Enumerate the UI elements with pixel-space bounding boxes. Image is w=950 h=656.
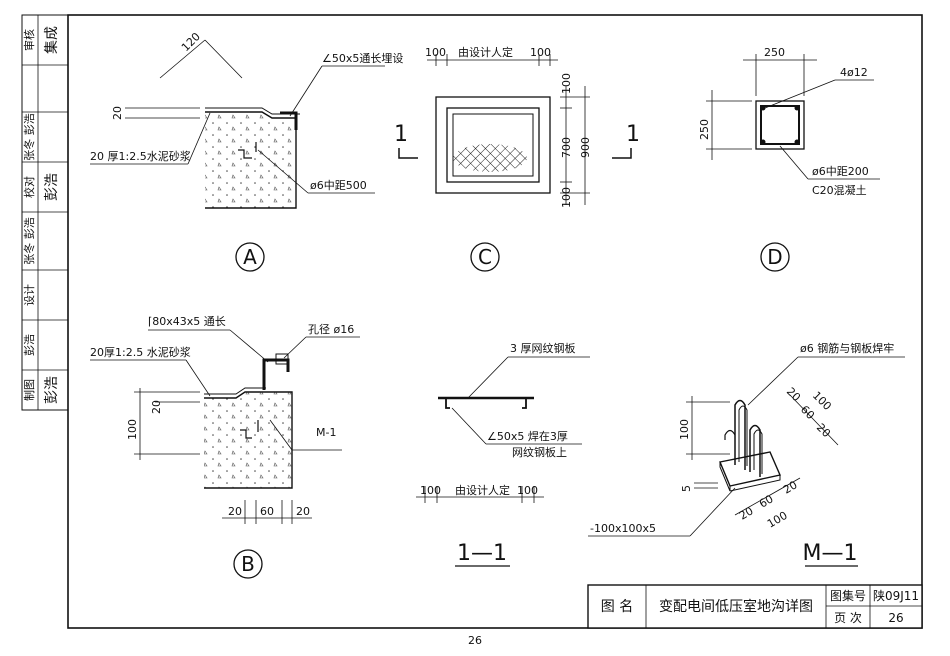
m1-bottom-dim-4: 100 [765,509,790,531]
strip-role-1: 审核 [22,29,36,51]
a-dim-20: 20 [111,106,124,120]
c-top-dim-1: 100 [425,46,446,59]
c-top-dim-2: 由设计人定 [458,45,513,59]
strip-names-2: 张冬 彭浩 [22,217,36,265]
strip-role-4: 制图 [23,379,36,401]
a-dim-120: 120 [179,30,203,54]
strip-role-3: 设计 [23,284,36,306]
b-bottom-dim-2: 60 [260,505,274,518]
s11-angle-note-2: 网纹钢板上 [512,445,567,459]
title-block: 图 名 变配电间低压室地沟详图 图集号 陕09J11 页 次 26 [587,584,923,629]
m1-bottom-dim-1: 20 [737,504,756,522]
s11-bottom-dim-2: 由设计人定 [455,483,510,497]
c-top-dim-3: 100 [530,46,551,59]
c-right-dim-4: 100 [560,187,573,208]
strip-sign-1: 集成 [43,26,60,54]
strip-names-3: 彭浩 [22,334,36,356]
section-1-1: 3 厚网纹钢板 ∠50x5 焊在3厚 网纹钢板上 100 由设计人定 100 1… [416,341,590,567]
m1-bottom-dim-2: 60 [757,492,776,510]
c-right-dim-2: 700 [560,137,573,158]
s11-plate-note: 3 厚网纹钢板 [510,341,576,355]
b-bottom-dim-3: 20 [296,505,310,518]
m1-plate-note: -100x100x5 [590,522,656,535]
s11-bottom-dim-3: 100 [517,484,538,497]
tb-page-label: 页 次 [834,611,862,625]
strip-sign-2: 彭浩 [44,173,60,201]
signature-strip: 审核 集成 张冬 彭浩 校对 彭浩 张冬 彭浩 设计 彭浩 制图 彭浩 [21,14,69,411]
m1-dim-100: 100 [678,419,691,440]
s11-bottom-dim-1: 100 [420,484,441,497]
b-dim-100: 100 [126,419,139,440]
strip-names-1: 张冬 彭浩 [22,113,36,161]
tb-drawing-title: 变配电间低压室地沟详图 [659,598,813,615]
d-label: D [767,245,782,269]
a-rebar-note: ø6中距500 [310,179,367,192]
d-dim-top: 250 [764,46,785,59]
tb-set-label: 图集号 [830,588,866,603]
m1-weld-note: ø6 钢筋与钢板焊牢 [800,341,894,355]
strip-sign-4: 彭浩 [44,376,60,404]
d-dim-left: 250 [698,119,711,140]
d-bar-note: 4ø12 [840,66,868,79]
c-label: C [478,245,492,269]
detail-m1: ø6 钢筋与钢板焊牢 100 5 20 60 20 100 20 60 20 1… [588,341,905,567]
b-channel-note: ⌈80x43x5 通长 [148,315,226,328]
c-right-dim-1: 100 [560,73,573,94]
detail-d: 250 250 4ø12 ø6中距200 C20混凝土 D [698,46,880,272]
c-section-mark-left: 1 [394,122,408,147]
m1-right-dim-1: 20 [784,385,803,404]
b-dim-20: 20 [150,400,163,414]
b-label: B [241,552,255,576]
c-section-mark-right: 1 [626,122,640,147]
a-mortar-note: 20 厚1:2.5水泥砂浆 [90,149,191,163]
page-number: 26 [468,634,482,647]
a-angle-note: ∠50x5通长埋设 [322,52,403,65]
tb-page-value: 26 [888,611,903,625]
tb-name-label: 图 名 [601,599,633,615]
s11-angle-note-1: ∠50x5 焊在3厚 [487,429,568,443]
tb-set-value: 陕09J11 [873,588,919,603]
s11-title: 1—1 [457,541,507,566]
detail-b: ⌈80x43x5 通长 孔径 ø16 20厚1:2.5 水泥砂浆 100 20 … [90,315,360,579]
b-mortar-note: 20厚1:2.5 水泥砂浆 [90,345,191,359]
b-hole-note: 孔径 ø16 [308,323,354,336]
m1-title: M—1 [803,541,858,566]
b-bottom-dim-1: 20 [228,505,242,518]
a-label: A [243,245,257,269]
detail-c: 100 由设计人定 100 100 700 900 100 1 1 C [394,45,640,272]
m1-dim-5: 5 [680,485,693,492]
d-stirrup-note: ø6中距200 [812,165,869,178]
detail-a: 120 20 ∠50x5通长埋设 20 厚1:2.5水泥砂浆 ø6中距500 A [90,30,403,272]
b-m1-note: M-1 [316,426,336,439]
m1-bottom-dim-3: 20 [781,478,800,496]
strip-role-2: 校对 [22,176,36,198]
c-right-dim-3: 900 [579,137,592,158]
d-concrete-note: C20混凝土 [812,183,867,197]
